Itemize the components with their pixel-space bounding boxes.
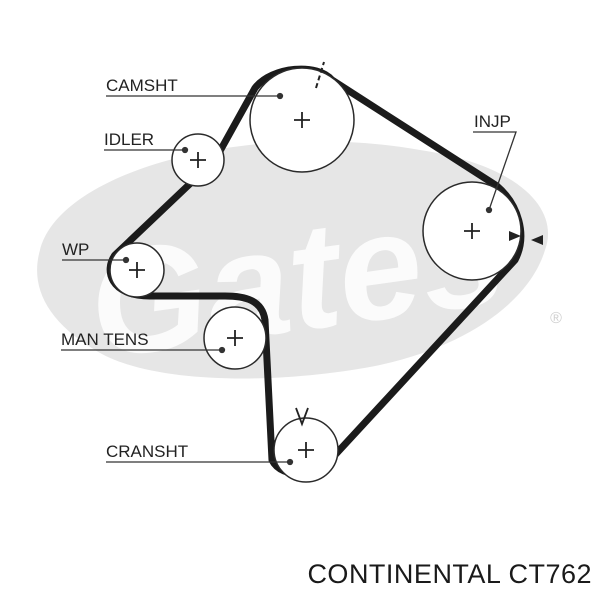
watermark-swoosh xyxy=(37,141,549,379)
manual-tensioner-center-mark xyxy=(227,330,243,346)
injection-pump-timing-arrow-1 xyxy=(509,231,521,241)
crankshaft-pulley xyxy=(273,407,339,483)
crankshaft-center-mark xyxy=(298,442,314,458)
label-water-pump: WP xyxy=(62,240,89,259)
camshaft-pulley xyxy=(249,61,355,173)
water-pump-pulley xyxy=(109,242,165,298)
crankshaft-timing-mark xyxy=(295,407,309,427)
label-injection-pump: INJP xyxy=(474,112,511,131)
water-pump-center-mark xyxy=(129,262,145,278)
caption-part-number: CONTINENTAL CT762 xyxy=(307,559,592,589)
manual-tensioner-pulley xyxy=(203,306,267,370)
idler-pulley xyxy=(171,133,225,187)
leader-lines xyxy=(61,92,517,466)
watermark-registered-mark: ® xyxy=(550,310,562,327)
camshaft-center-mark xyxy=(294,112,310,128)
camshaft-timing-mark xyxy=(315,61,325,89)
label-idler: IDLER xyxy=(104,130,154,149)
leader-injection-pump xyxy=(473,131,517,211)
label-camshaft: CAMSHT xyxy=(106,76,178,95)
label-crankshaft: CRANSHT xyxy=(106,442,188,461)
injection-pump-pulley xyxy=(422,181,543,281)
idler-center-mark xyxy=(190,152,206,168)
injection-pump-center-mark xyxy=(464,223,480,239)
label-manual-tensioner: MAN TENS xyxy=(61,330,149,349)
injection-pump-timing-arrow-2 xyxy=(531,235,543,245)
